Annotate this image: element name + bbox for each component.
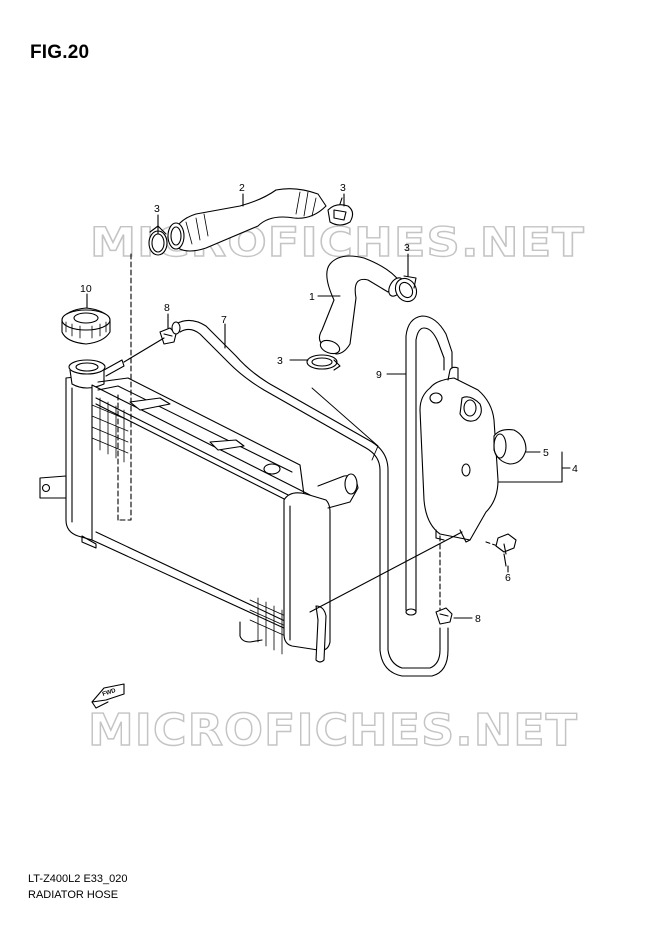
lower-radiator-hose: [318, 255, 404, 355]
figure-code: LT-Z400L2 E33_020: [28, 873, 128, 885]
callout-10: 10: [80, 283, 92, 295]
radiator: [39, 359, 359, 663]
fwd-label: FWD: [102, 688, 117, 698]
bolt-6: [495, 533, 517, 567]
radiator-cap: [61, 307, 111, 345]
fwd-arrow-icon: [91, 683, 125, 709]
hose-clamp-3d: [306, 354, 341, 371]
callout-9: 9: [376, 369, 382, 381]
hose-clamp-3b: [327, 197, 354, 226]
callout-3-top-right: 3: [340, 182, 346, 194]
overflow-hose-7: [171, 319, 449, 677]
callout-3-lower: 3: [277, 355, 283, 367]
callout-4: 4: [572, 463, 578, 475]
clip-8a: [159, 327, 177, 345]
watermark-bottom: MICROFICHES.NET: [88, 705, 578, 756]
callout-7: 7: [221, 314, 227, 326]
callout-8-lower: 8: [475, 613, 481, 625]
reservoir-hose-9: [405, 315, 453, 616]
callout-6: 6: [505, 572, 511, 584]
callout-3-upper: 3: [404, 242, 410, 254]
figure-title: FIG.20: [30, 42, 90, 63]
upper-radiator-hose: [167, 188, 327, 252]
callout-2: 2: [239, 182, 245, 194]
figure-name: RADIATOR HOSE: [28, 889, 119, 901]
callout-8-upper: 8: [164, 302, 170, 314]
callout-1: 1: [309, 291, 315, 303]
reservoir-tank: [419, 366, 527, 543]
clip-8b: [435, 607, 453, 625]
callout-3-top-left: 3: [154, 203, 160, 215]
callout-5: 5: [543, 447, 549, 459]
hose-clamp-3c: [394, 275, 418, 303]
